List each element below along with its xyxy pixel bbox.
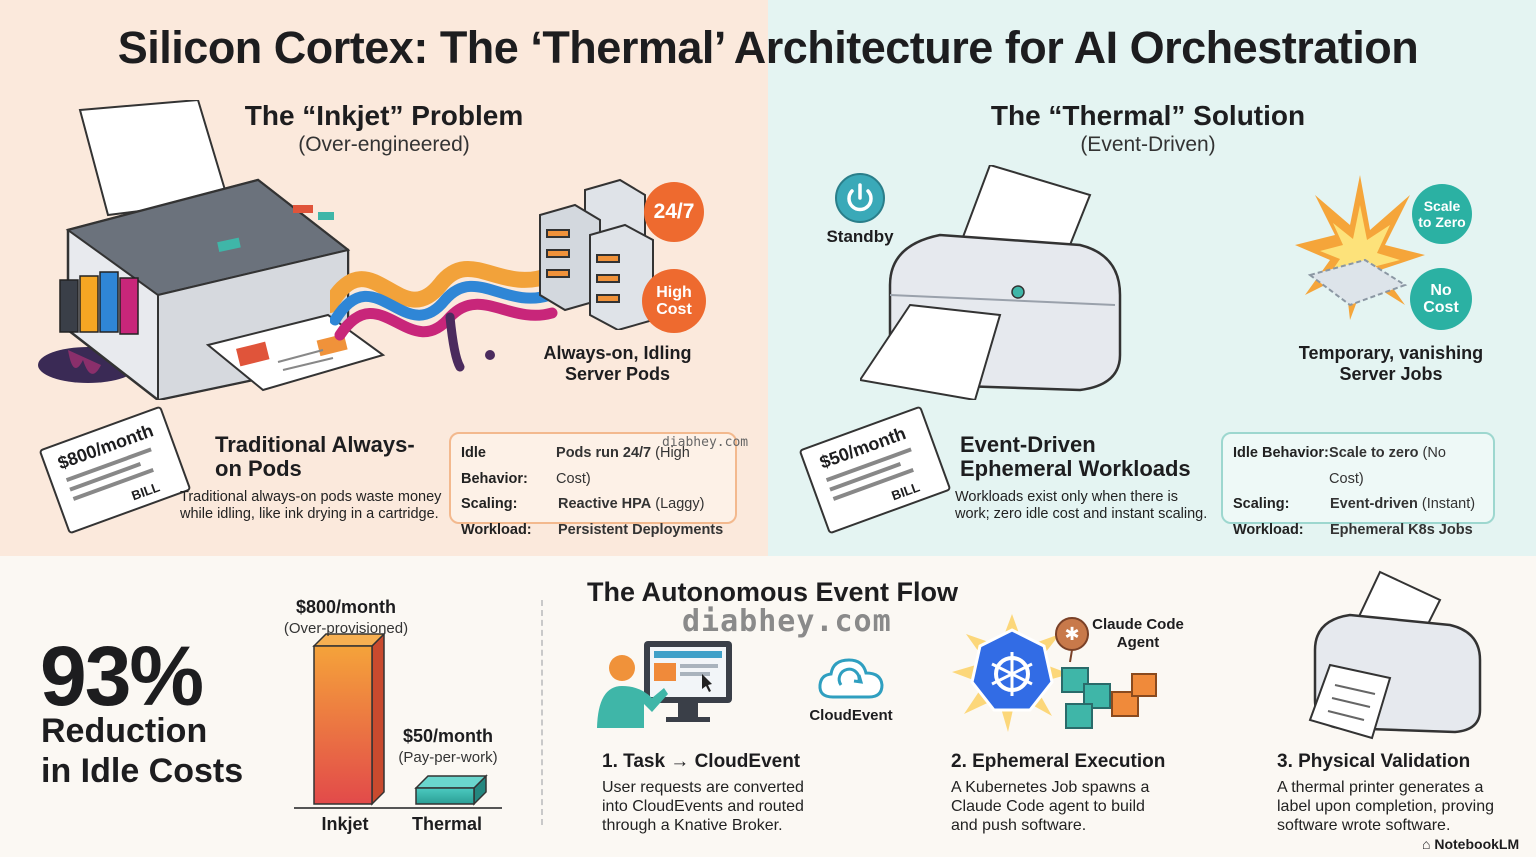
watermark-large: diabhey.com: [682, 604, 892, 639]
thermal-printer-icon: [860, 165, 1122, 400]
bar-category-thermal: Thermal: [411, 814, 483, 834]
thermal-card-title: Event-Driven Ephemeral Workloads: [960, 432, 1191, 481]
thermal-info-table: Idle Behavior: Scale to zero (No Cost) S…: [1221, 432, 1495, 538]
inkjet-section-title: The “Inkjet” Problem: [244, 100, 524, 131]
page-title: Silicon Cortex: The ‘Thermal’ Architectu…: [117, 22, 1419, 73]
bar-sub-label-thermal: (Pay-per-work): [398, 749, 498, 766]
table-row: Workload: Persistent Deployments: [461, 518, 725, 544]
inkjet-section-subtitle: (Over-engineered): [298, 133, 470, 156]
inkjet-printer-icon: [38, 100, 386, 400]
inkjet-info-table: Idle Behavior: Pods run 24/7 (High Cost)…: [449, 432, 737, 538]
no-cost-badge: No Cost: [1410, 268, 1472, 330]
svg-text:✱: ✱: [1064, 624, 1079, 645]
table-value: Pods run 24/7 (High Cost): [556, 445, 690, 487]
inkjet-card-title: Traditional Always-on Pods: [215, 432, 415, 481]
table-key: Workload:: [461, 521, 532, 538]
table-row: Scaling: Reactive HPA (Laggy): [461, 492, 725, 518]
flow-step-title-2: 2. Ephemeral Execution: [951, 751, 1166, 772]
ink-splash-icon: [330, 261, 558, 372]
burst-icon: [1295, 175, 1425, 320]
flow-step-title-1: 1. Task → CloudEvent: [602, 751, 801, 772]
bar-category-inkjet: Inkjet: [321, 814, 369, 834]
bar-inkjet: [312, 632, 386, 806]
flow-step-desc-2: A Kubernetes Job spawns a Claude Code ag…: [951, 779, 1150, 834]
table-row: Idle Behavior: Pods run 24/7 (High Cost): [461, 441, 725, 492]
cloudevent-label: CloudEvent: [809, 707, 893, 724]
scale-to-zero-badge: Scale to Zero: [1412, 184, 1472, 244]
table-key: Scaling:: [1233, 496, 1290, 512]
brand-text: NotebookLM: [1434, 836, 1520, 852]
table-row: Idle Behavior: Scale to zero (No Cost): [1233, 441, 1483, 492]
table-key: Workload:: [1233, 521, 1304, 538]
reduction-label-1: Reduction: [41, 712, 208, 750]
thermal-card-desc: Workloads exist only when there is work;…: [955, 489, 1208, 522]
flow-step-desc-1: User requests are converted into CloudEv…: [602, 779, 804, 834]
brand-label: ⌂ NotebookLM: [1422, 836, 1519, 852]
section-divider: [541, 600, 543, 825]
servers-label: Always-on, Idling Server Pods: [543, 343, 692, 384]
flow-title: The Autonomous Event Flow: [587, 577, 958, 607]
table-row: Scaling: Event-driven (Instant): [1233, 492, 1483, 518]
table-key: Idle Behavior:: [461, 445, 528, 487]
bar-value-label-thermal: $50/month: [402, 726, 494, 746]
table-value: Event-driven (Instant): [1330, 496, 1476, 512]
inkjet-bill-word: BILL: [129, 479, 162, 504]
thermal-section-subtitle: (Event-Driven): [1080, 133, 1216, 156]
reduction-label-2: in Idle Costs: [41, 752, 244, 790]
thermal-section-title: The “Thermal” Solution: [990, 100, 1306, 131]
jobs-label: Temporary, vanishing Server Jobs: [1298, 343, 1484, 384]
bar-value-label-inkjet: $800/month: [295, 597, 397, 617]
kubernetes-execution-icon: ✱: [952, 614, 1157, 732]
cloudevent-icon: [818, 658, 884, 699]
results-panel: [0, 556, 1536, 857]
table-key: Scaling:: [461, 496, 518, 512]
flow-step-desc-3: A thermal printer generates a label upon…: [1277, 779, 1495, 834]
watermark-small: diabhey.com: [662, 435, 749, 450]
power-icon[interactable]: [834, 172, 886, 224]
thermal-bill-word: BILL: [889, 479, 922, 504]
always-on-badge: 24/7: [644, 182, 704, 242]
high-cost-badge: High Cost: [642, 269, 706, 333]
inkjet-card-desc: Traditional always-on pods waste money w…: [180, 489, 442, 522]
bar-thermal: [414, 774, 488, 806]
server-rack-icon: [539, 178, 654, 330]
standby-label: Standby: [826, 227, 894, 246]
table-value: Persistent Deployments: [558, 521, 724, 538]
table-value: Reactive HPA (Laggy): [558, 496, 705, 512]
table-value: Scale to zero (No Cost): [1329, 445, 1446, 487]
table-value: Ephemeral K8s Jobs: [1330, 521, 1473, 538]
table-row: Workload: Ephemeral K8s Jobs: [1233, 518, 1483, 544]
agent-label: Claude Code Agent: [1092, 616, 1184, 651]
reduction-stat: 93%: [40, 629, 204, 723]
user-computer-icon: [597, 641, 732, 728]
flow-step-title-3: 3. Physical Validation: [1277, 751, 1471, 772]
bar-sub-label-inkjet: (Over-provisioned): [283, 620, 409, 637]
label-printer-icon: [1308, 570, 1482, 740]
cost-bar-chart: [294, 632, 502, 809]
notebooklm-icon: ⌂: [1422, 836, 1435, 852]
table-key: Idle Behavior:: [1233, 445, 1329, 461]
